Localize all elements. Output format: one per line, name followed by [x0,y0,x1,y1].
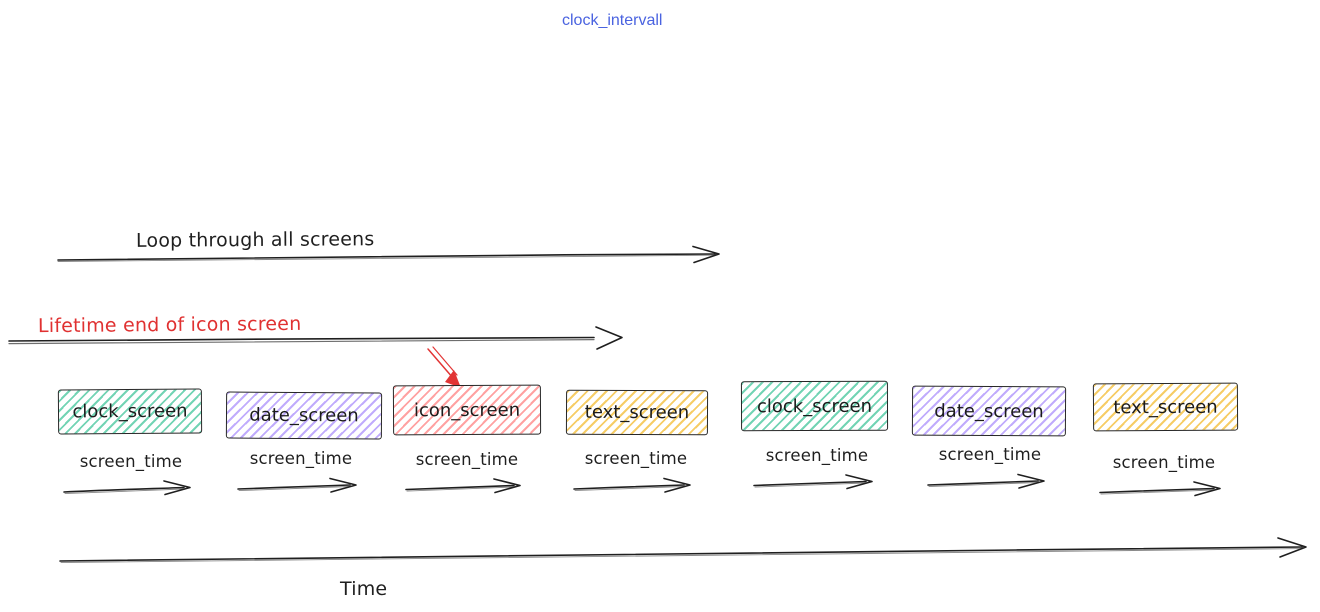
screen-time-arrow [237,477,357,493]
screen-time-group: screen_time [404,450,530,498]
screen-time-group: screen_time [1098,453,1230,501]
screen-box: date_screen [911,385,1067,437]
screen-time-group: screen_time [572,449,700,497]
screen-time-group: screen_time [926,445,1054,493]
screen-time-arrow [927,473,1045,489]
loop-arrow [57,245,720,264]
screen-box: date_screen [225,391,383,440]
screen-box: clock_screen [57,388,203,435]
screen-time-label: screen_time [765,446,869,465]
screen-box: text_screen [565,389,709,436]
time-axis-arrow [59,537,1307,564]
screen-time-label: screen_time [249,449,353,468]
lifetime-arrow [8,326,623,350]
screen-time-group: screen_time [236,449,366,497]
icon-screen-pointer-arrow [427,346,461,388]
screen-time-label: screen_time [584,449,688,468]
screen-time-arrow [405,478,521,494]
screen-time-label: screen_time [1112,453,1216,472]
time-axis-label: Time [340,578,388,600]
screen-time-arrow [753,474,873,490]
screen-box: clock_screen [740,380,889,432]
screen-time-group: screen_time [752,446,882,494]
screen-time-group: screen_time [62,452,200,500]
screen-time-label: screen_time [415,450,519,469]
screen-time-arrow [63,480,191,496]
screen-box: icon_screen [392,384,542,436]
screen-time-arrow [573,477,691,493]
screen-time-label: screen_time [938,445,1042,464]
screen-time-label: screen_time [79,452,183,471]
screen-time-arrow [1099,481,1221,497]
screen-box: text_screen [1092,382,1239,432]
diagram-title: clock_intervall [562,12,663,29]
